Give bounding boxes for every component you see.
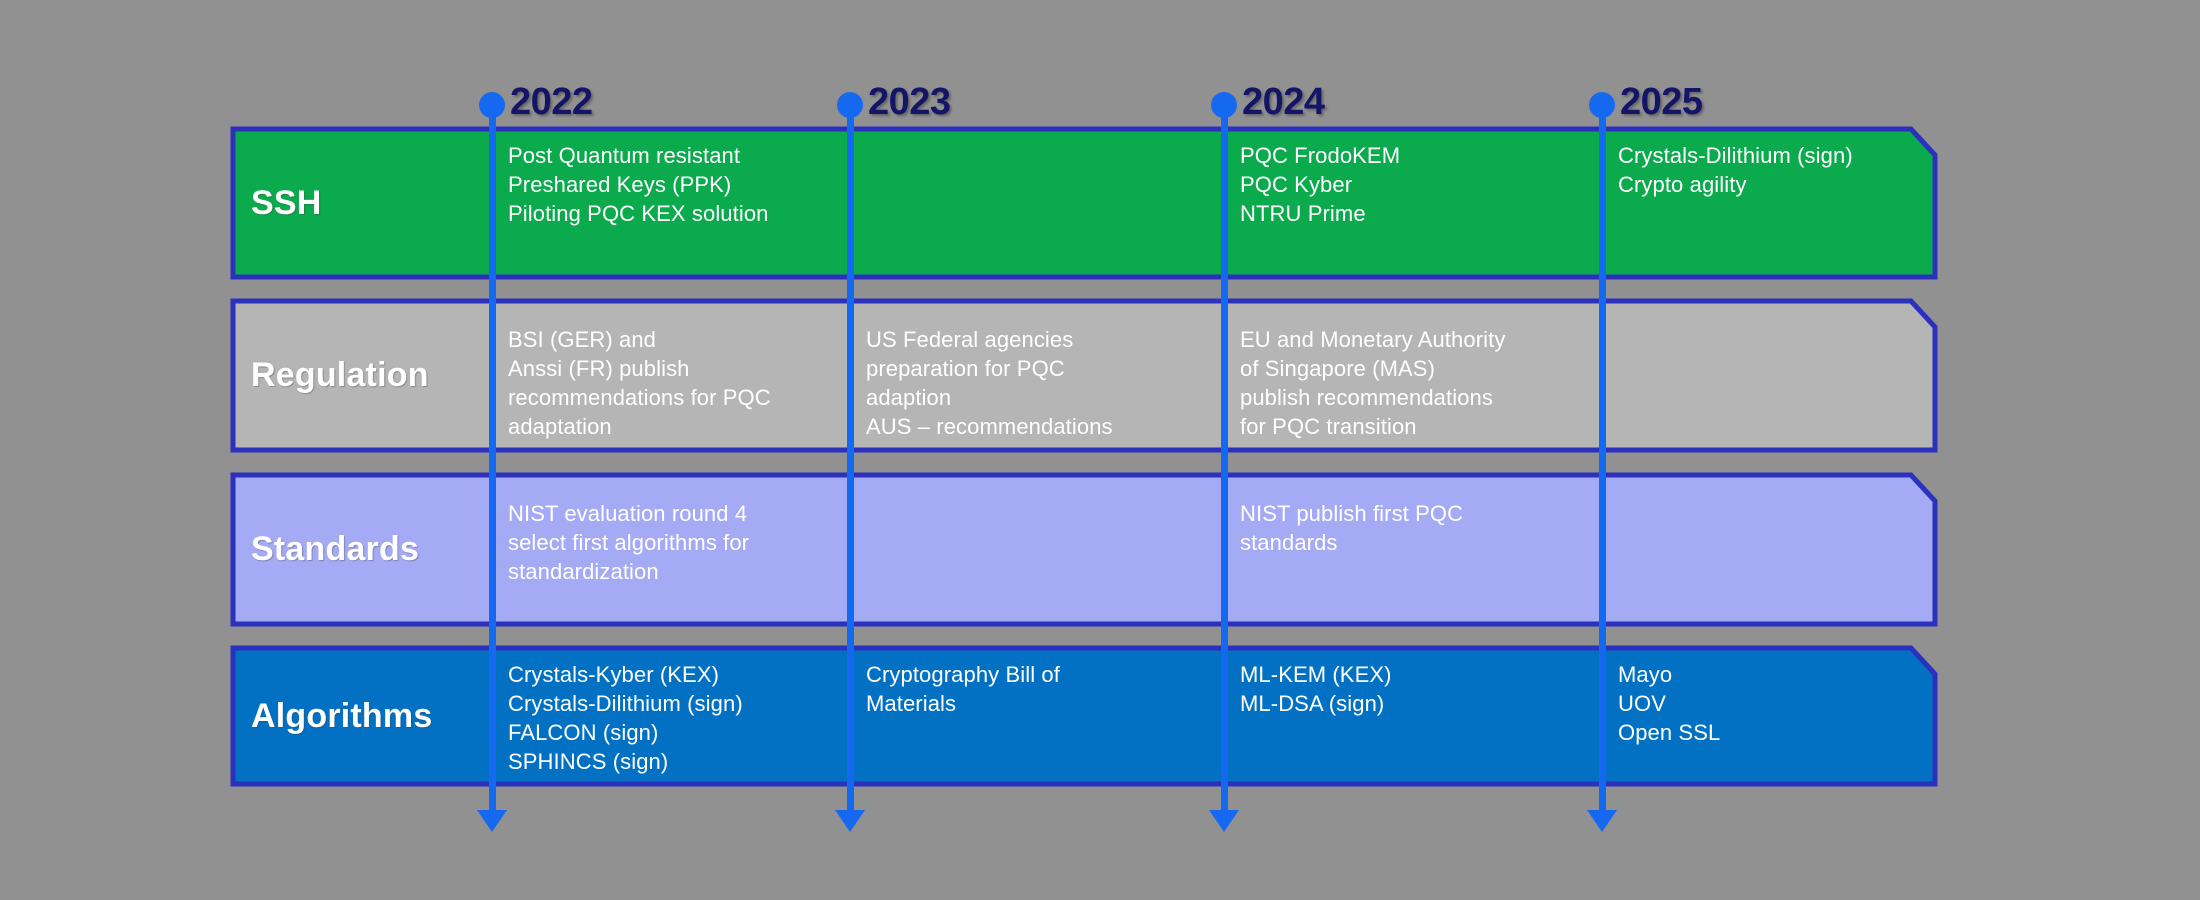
row-label-text: Algorithms <box>251 696 433 735</box>
cell-regulation-2025 <box>1602 299 1937 452</box>
cell-text: Cryptography Bill of Materials <box>866 662 1060 717</box>
cell-text: PQC FrodoKEM PQC Kyber NTRU Prime <box>1240 143 1401 227</box>
timeline-dot-icon <box>1211 92 1237 118</box>
year-label-2023: 2023 <box>868 81 951 123</box>
cell-text: Mayo UOV Open SSL <box>1618 662 1721 746</box>
cell-text: EU and Monetary Authority of Singapore (… <box>1240 327 1506 440</box>
row-label-text: SSH <box>251 183 322 222</box>
timeline-arrowhead-icon <box>1587 810 1617 832</box>
cell-text: US Federal agencies preparation for PQC … <box>866 327 1113 440</box>
roadmap-row-regulation: Regulation BSI (GER) and Anssi (FR) publi… <box>230 298 1938 453</box>
timeline-arrowhead-icon <box>1209 810 1239 832</box>
row-label-ssh: SSH <box>231 127 492 279</box>
timeline-dot-icon <box>479 92 505 118</box>
row-label-regulation: Regulation <box>231 299 492 452</box>
cell-standards-2023 <box>850 473 1224 626</box>
cell-algorithms-2024: ML-KEM (KEX) ML-DSA (sign) <box>1224 646 1602 786</box>
cell-text: BSI (GER) and Anssi (FR) publish recomme… <box>508 327 771 440</box>
cell-regulation-2023: US Federal agencies preparation for PQC … <box>850 299 1224 452</box>
cell-standards-2025 <box>1602 473 1937 626</box>
year-label-2025: 2025 <box>1620 81 1703 123</box>
cell-text: Crystals-Dilithium (sign) Crypto agility <box>1618 143 1853 198</box>
cell-regulation-2022: BSI (GER) and Anssi (FR) publish recomme… <box>492 299 850 452</box>
timeline-dot-icon <box>1589 92 1615 118</box>
timeline-arrowhead-icon <box>835 810 865 832</box>
cell-algorithms-2025: Mayo UOV Open SSL <box>1602 646 1937 786</box>
row-shape-algorithms <box>230 645 1938 787</box>
row-shape-standards <box>230 472 1938 627</box>
cell-algorithms-2023: Cryptography Bill of Materials <box>850 646 1224 786</box>
year-label-2022: 2022 <box>510 81 593 123</box>
timeline-dot-icon <box>837 92 863 118</box>
year-label-2024: 2024 <box>1242 81 1325 123</box>
cell-text: ML-KEM (KEX) ML-DSA (sign) <box>1240 662 1392 717</box>
cell-standards-2022: NIST evaluation round 4 select first alg… <box>492 473 850 626</box>
roadmap-row-algorithms: Algorithms Crystals-Kyber (KEX) Crystals-… <box>230 645 1938 787</box>
cell-ssh-2023 <box>850 127 1224 279</box>
cell-algorithms-2022: Crystals-Kyber (KEX) Crystals-Dilithium … <box>492 646 850 786</box>
cell-ssh-2025: Crystals-Dilithium (sign) Crypto agility <box>1602 127 1937 279</box>
cell-standards-2024: NIST publish first PQC standards <box>1224 473 1602 626</box>
roadmap-row-ssh: SSH Post Quantum resistant Preshared Keys… <box>230 126 1938 280</box>
cell-text: NIST evaluation round 4 select first alg… <box>508 501 750 585</box>
cell-text: Post Quantum resistant Preshared Keys (P… <box>508 143 769 227</box>
row-label-standards: Standards <box>231 473 492 626</box>
row-label-algorithms: Algorithms <box>231 646 492 786</box>
row-label-text: Regulation <box>251 356 429 394</box>
timeline-arrowhead-icon <box>477 810 507 832</box>
row-shape-ssh <box>230 126 1938 280</box>
row-label-text: Standards <box>251 530 420 568</box>
row-shape-regulation <box>230 298 1938 453</box>
roadmap-row-standards: Standards NIST evaluation round 4 select … <box>230 472 1938 627</box>
cell-ssh-2022: Post Quantum resistant Preshared Keys (P… <box>492 127 850 279</box>
cell-regulation-2024: EU and Monetary Authority of Singapore (… <box>1224 299 1602 452</box>
cell-ssh-2024: PQC FrodoKEM PQC Kyber NTRU Prime <box>1224 127 1602 279</box>
cell-text: NIST publish first PQC standards <box>1240 501 1464 556</box>
cell-text: Crystals-Kyber (KEX) Crystals-Dilithium … <box>508 662 743 775</box>
